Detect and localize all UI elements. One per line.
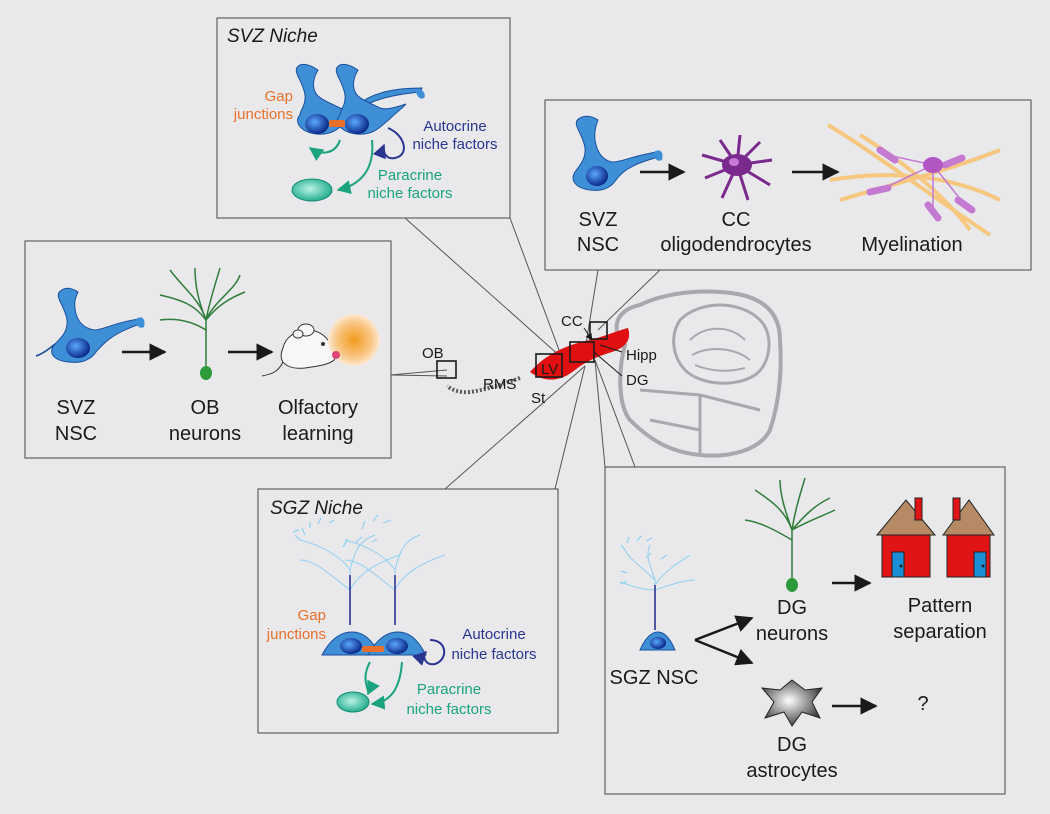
svz-nsc-icon <box>572 115 663 191</box>
connector-lines <box>389 217 661 490</box>
ob-label: OB <box>422 345 444 362</box>
rms-label: RMS <box>483 376 516 393</box>
sgz-autocrine-label-1: Autocrine <box>462 626 525 643</box>
cc-label: CC <box>561 313 583 330</box>
dg-astro-label-2: astrocytes <box>746 760 837 782</box>
svz-oligo-panel: SVZ NSC CC oligodendrocytes Myelination <box>544 99 1032 271</box>
olfactory-learning-label-2: learning <box>282 423 353 445</box>
hipp-label: Hipp <box>626 347 657 364</box>
sgz-niche-panel: SGZ Niche Gap junctions Autocrine niche … <box>257 488 559 734</box>
house-icon <box>942 497 995 578</box>
st-label: St <box>531 390 546 407</box>
pattern-label-1: Pattern <box>908 595 972 617</box>
mouse-icon <box>261 323 337 377</box>
ob-roi-box <box>436 360 457 379</box>
sgz-nsc-icon <box>619 535 696 651</box>
sgz-nsc-cells <box>321 631 427 656</box>
lv-roi-box <box>535 353 563 378</box>
oligo-svz-label-1: SVZ <box>579 209 618 231</box>
dg-astrocyte-icon <box>760 679 824 727</box>
sgz-gap-label-1: Gap <box>298 607 326 624</box>
sgz-fate-panel: SGZ NSC DG neurons Pattern separation DG… <box>604 466 1006 795</box>
myelination-label: Myelination <box>861 234 962 256</box>
ob-neurons-label-2: neurons <box>169 423 241 445</box>
sgz-paracrine-label-2: niche factors <box>406 701 491 718</box>
dg-astro-label-1: DG <box>777 734 807 756</box>
svz-paracrine-label-1: Paracrine <box>378 167 442 184</box>
olfactory-learning-label-1: Olfactory <box>278 397 358 419</box>
dg-neuron-icon <box>744 477 836 592</box>
sgz-nsc-pair-icon <box>292 514 446 625</box>
ob-neuron-icon <box>159 267 246 380</box>
teal-cell-icon <box>291 178 333 202</box>
dg-neurons-label-2: neurons <box>756 623 828 645</box>
olf-svz-label-1: SVZ <box>57 397 96 419</box>
oligo-label: oligodendrocytes <box>660 234 811 256</box>
teal-cell-icon <box>336 691 370 713</box>
oligodendrocyte-icon <box>701 134 773 201</box>
sgz-gap-label-2: junctions <box>266 626 326 643</box>
ob-neurons-label-1: OB <box>191 397 220 419</box>
svz-gap-label-1: Gap <box>265 88 293 105</box>
svz-nsc-icon <box>35 287 145 363</box>
myelinated-axons-icon <box>826 123 1001 237</box>
svz-autocrine-label-2: niche factors <box>412 136 497 153</box>
svz-autocrine-label-1: Autocrine <box>423 118 486 135</box>
odor-source-icon <box>328 314 380 366</box>
brain-icon <box>445 289 783 458</box>
brain-roi-boxes <box>436 321 608 379</box>
svz-olfactory-panel: SVZ NSC OB neurons Olfactory learning <box>24 240 392 459</box>
dg-neurons-label-1: DG <box>777 597 807 619</box>
olf-svz-label-2: NSC <box>55 423 97 445</box>
unknown-fate-label: ? <box>917 693 928 715</box>
svz-niche-title: SVZ Niche <box>227 26 318 47</box>
dg-label: DG <box>626 372 649 389</box>
house-icon <box>875 497 937 578</box>
oligo-cc-label: CC <box>722 209 751 231</box>
svz-niche-panel: SVZ Niche Gap junctions Autocrine niche … <box>216 17 511 219</box>
cc-roi-box <box>589 321 608 340</box>
sgz-nsc-label: SGZ NSC <box>610 667 699 689</box>
oligo-svz-label-2: NSC <box>577 234 619 256</box>
sgz-paracrine-label-1: Paracrine <box>417 681 481 698</box>
svz-paracrine-label-2: niche factors <box>367 185 452 202</box>
lv-label: LV <box>541 361 558 378</box>
sgz-niche-title: SGZ Niche <box>270 498 363 519</box>
svz-nsc-icon <box>295 63 425 135</box>
pattern-label-2: separation <box>893 621 986 643</box>
svz-gap-label-2: junctions <box>233 106 293 123</box>
rms-stream-icon <box>445 376 521 395</box>
sgz-autocrine-label-2: niche factors <box>451 646 536 663</box>
